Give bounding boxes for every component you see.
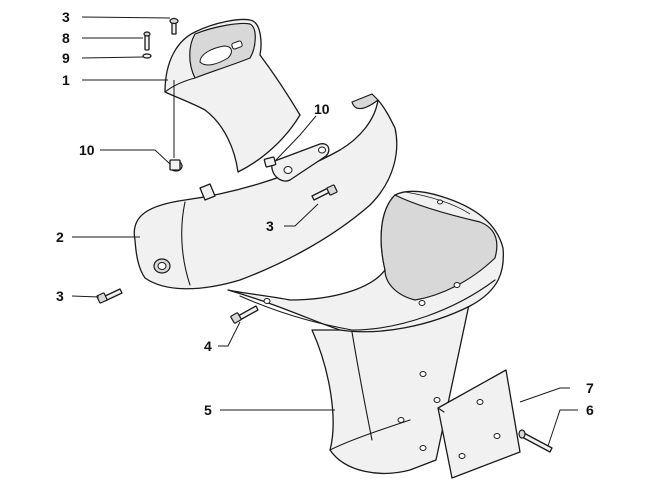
callout-labels: 3 8 9 1 10 10 3 2 3 4 5 7 6 — [56, 9, 594, 418]
callout-10-left: 10 — [79, 142, 95, 158]
callout-8: 8 — [62, 30, 70, 46]
callout-9: 9 — [62, 50, 70, 66]
callout-3-mid: 3 — [266, 218, 274, 234]
callout-4: 4 — [204, 338, 212, 354]
callout-3-top: 3 — [62, 9, 70, 25]
part-4-screw — [230, 305, 259, 324]
part-2-front-cover — [133, 93, 398, 290]
callout-7: 7 — [586, 380, 594, 396]
part-1-handle-cover — [164, 18, 301, 173]
callout-5: 5 — [204, 402, 212, 418]
part-10-clips — [169, 156, 277, 171]
part-6-pin — [518, 429, 553, 453]
part-8-bolt — [143, 31, 151, 51]
mounting-bracket — [271, 143, 330, 182]
leader-lines — [71, 16, 578, 447]
part-7-plate — [437, 369, 521, 479]
callout-6: 6 — [586, 402, 594, 418]
part-3-screws — [96, 17, 338, 304]
callout-2: 2 — [56, 229, 64, 245]
callout-10-right: 10 — [314, 101, 330, 117]
part-9-washer — [142, 53, 152, 59]
callout-1: 1 — [62, 72, 70, 88]
part-5-leg-shield — [227, 190, 505, 475]
callout-3-low: 3 — [56, 288, 64, 304]
